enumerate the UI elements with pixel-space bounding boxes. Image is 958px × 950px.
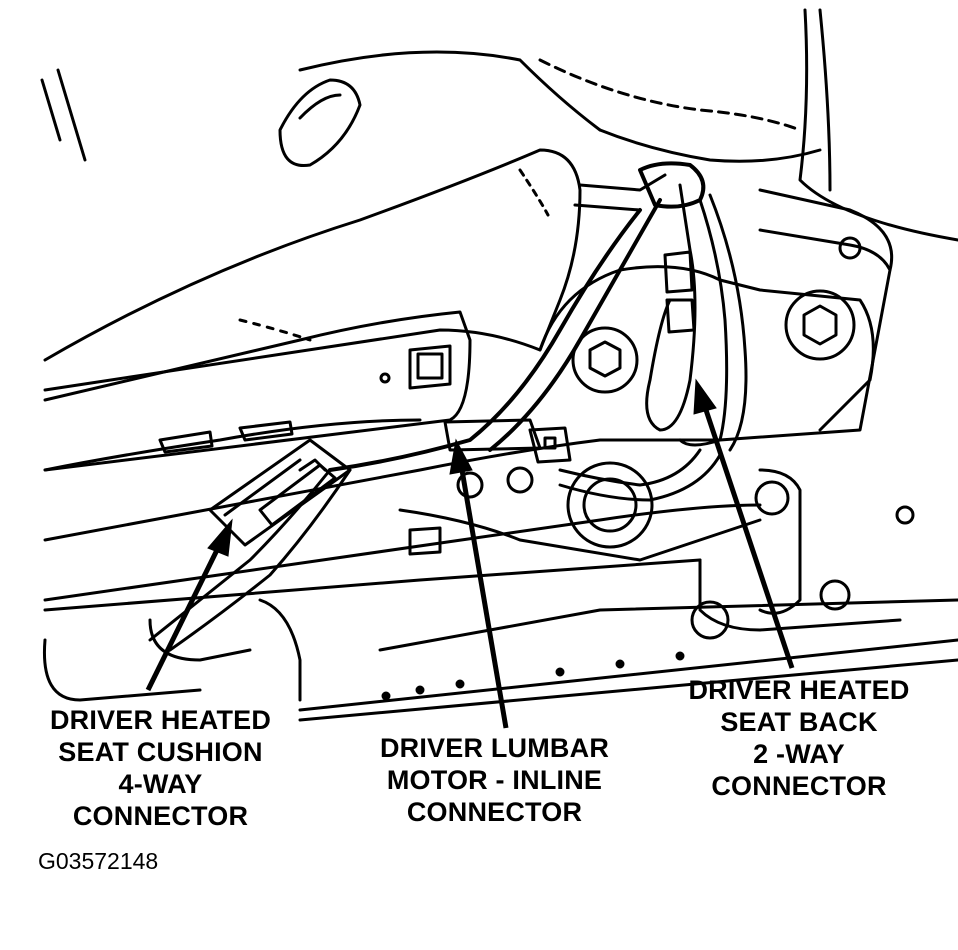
lumbar-arrowhead <box>449 438 473 475</box>
callout-line: DRIVER HEATED <box>688 675 910 705</box>
seat-back-trim <box>40 8 958 242</box>
callout-line: DRIVER LUMBAR <box>379 733 610 763</box>
callout-line: MOTOR - INLINE <box>386 765 603 795</box>
seatback-arrowhead <box>693 378 717 415</box>
callout-seat-cushion-connector: DRIVER HEATED SEAT CUSHION 4-WAY CONNECT… <box>28 704 293 832</box>
seat-back-slot <box>278 78 362 168</box>
callout-line: CONNECTOR <box>406 797 583 827</box>
lumbar-connector <box>443 418 572 464</box>
cushion-connector <box>208 438 352 547</box>
callout-line: SEAT CUSHION <box>58 737 263 767</box>
callout-line: SEAT BACK <box>720 707 878 737</box>
callout-seat-back-connector: DRIVER HEATED SEAT BACK 2 -WAY CONNECTOR <box>668 674 930 802</box>
cushion-arrowhead <box>207 518 233 557</box>
seat-frame <box>42 228 958 722</box>
callout-lumbar-motor-connector: DRIVER LUMBAR MOTOR - INLINE CONNECTOR <box>352 732 637 828</box>
callout-line: 2 -WAY <box>753 739 845 769</box>
callout-line: CONNECTOR <box>72 801 249 831</box>
callout-line: 4-WAY <box>118 769 203 799</box>
figure-id: G03572148 <box>38 848 159 874</box>
seat-cushion-panel <box>43 148 582 472</box>
callout-line: DRIVER HEATED <box>49 705 272 735</box>
leader-arrows <box>145 378 795 729</box>
callout-line: CONNECTOR <box>711 771 887 801</box>
recliner-mechanism <box>538 188 915 640</box>
